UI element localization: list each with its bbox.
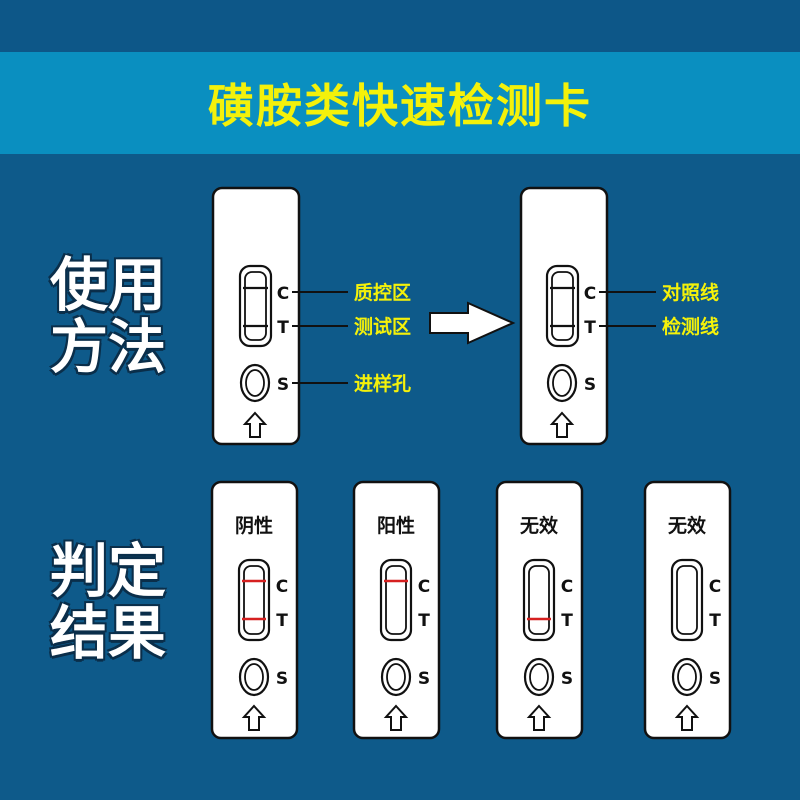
c-mark: C xyxy=(584,284,596,304)
sample-well-label: 进样孔 xyxy=(354,372,411,395)
control-line-label: 对照线 xyxy=(662,281,719,304)
up-arrow-icon xyxy=(526,704,552,731)
s-mark: S xyxy=(561,669,573,689)
t-mark: T xyxy=(561,611,573,631)
usage-card-after: C T S xyxy=(519,186,609,446)
sample-well xyxy=(239,363,271,403)
result-card: 无效 CT S xyxy=(643,480,732,740)
sample-well xyxy=(671,657,703,697)
t-mark: T xyxy=(277,318,289,338)
s-mark: S xyxy=(276,669,288,689)
up-arrow-icon xyxy=(549,411,575,438)
result-window xyxy=(522,558,556,642)
result-window xyxy=(545,264,580,348)
result-window xyxy=(670,558,704,642)
result-label: 无效 xyxy=(668,514,706,537)
usage-card-before: C T S xyxy=(211,186,301,446)
sample-well xyxy=(523,657,555,697)
up-arrow-icon xyxy=(242,411,268,438)
c-mark: C xyxy=(709,577,721,597)
result-card: 无效 CT S xyxy=(495,480,584,740)
c-mark: C xyxy=(276,577,288,597)
t-mark: T xyxy=(709,611,721,631)
result-label: 阳性 xyxy=(377,514,415,537)
t-mark: T xyxy=(584,318,596,338)
result-window xyxy=(237,558,271,642)
t-mark: T xyxy=(276,611,288,631)
sample-well xyxy=(546,363,578,403)
s-mark: S xyxy=(277,375,289,395)
c-mark: C xyxy=(277,284,289,304)
page-title: 磺胺类快速检测卡 xyxy=(208,79,592,133)
c-mark: C xyxy=(418,577,430,597)
t-mark: T xyxy=(418,611,430,631)
test-line-label: 检测线 xyxy=(662,315,719,338)
result-card: 阴性 CT S xyxy=(210,480,299,740)
top-strip xyxy=(0,0,800,52)
result-label: 无效 xyxy=(520,514,558,537)
c-mark: C xyxy=(561,577,573,597)
control-zone-label: 质控区 xyxy=(354,281,411,304)
test-zone-label: 测试区 xyxy=(354,316,411,338)
s-mark: S xyxy=(418,669,430,689)
result-window xyxy=(379,558,413,642)
s-mark: S xyxy=(584,375,596,395)
up-arrow-icon xyxy=(674,704,700,731)
sample-well xyxy=(238,657,270,697)
up-arrow-icon xyxy=(241,704,267,731)
result-card: 阳性 CT S xyxy=(352,480,441,740)
result-window xyxy=(238,264,273,348)
title-banner: 磺胺类快速检测卡 xyxy=(0,52,800,154)
judgement-section-label: 判定结果 xyxy=(49,537,166,667)
sample-well xyxy=(380,657,412,697)
up-arrow-icon xyxy=(383,704,409,731)
s-mark: S xyxy=(709,669,721,689)
result-label: 阴性 xyxy=(235,514,273,537)
right-arrow-icon xyxy=(429,301,516,345)
usage-section-label: 使用方法 xyxy=(49,251,166,381)
